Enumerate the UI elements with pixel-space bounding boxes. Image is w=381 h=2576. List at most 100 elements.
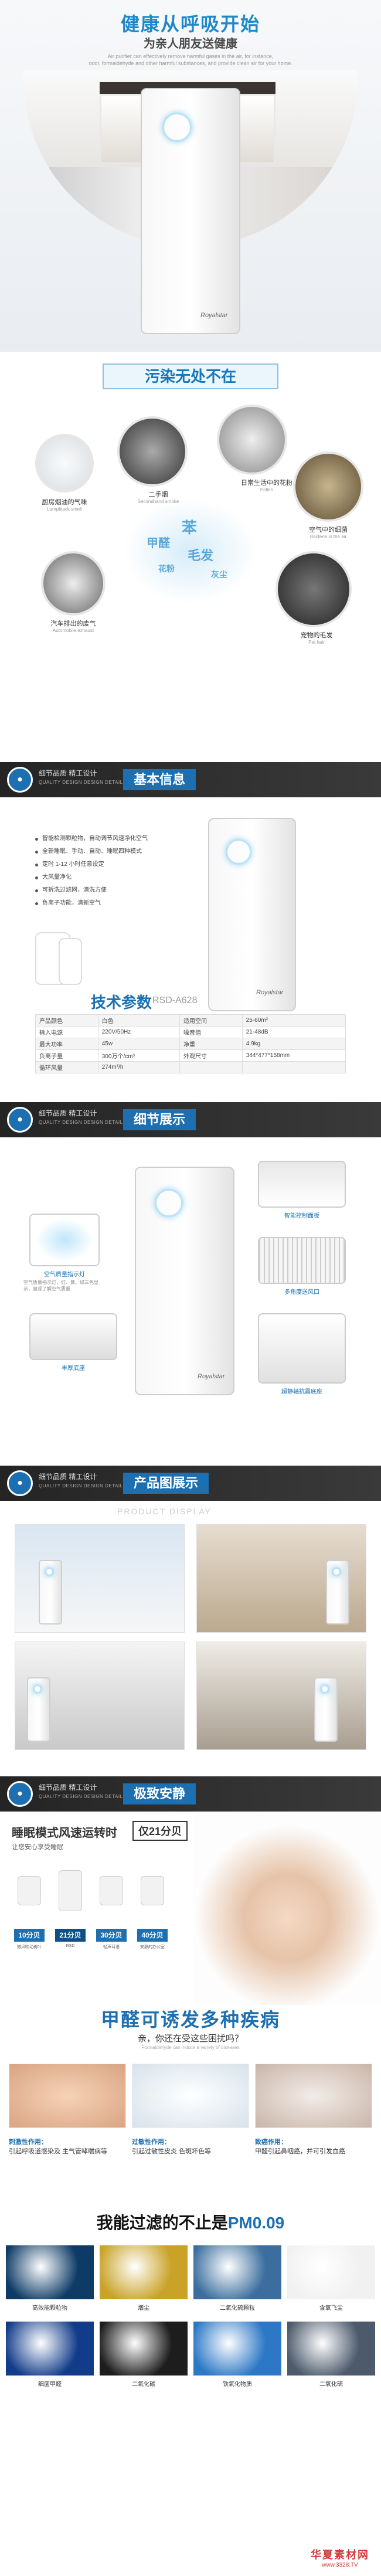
location-pin-icon: ● xyxy=(7,1781,33,1807)
filter-tile xyxy=(6,2245,94,2299)
indicator-ring xyxy=(162,113,192,142)
sleeping-child-image xyxy=(193,1812,381,2005)
section-header-quiet: ● 细节品质 精工设计 QUALITY DESIGN DESIGN DETAIL… xyxy=(0,1776,381,1812)
formaldehyde-headline: 甲醛可诱发多种疾病 xyxy=(100,2009,280,2030)
indicator-ring xyxy=(33,1684,42,1694)
section-title: 细节展示 xyxy=(123,1109,196,1130)
section-tag-en: QUALITY DESIGN DESIGN DETAILS xyxy=(39,1794,127,1799)
hero-en-line-2: odor, formaldehyde and other harmful sub… xyxy=(89,60,292,66)
control-panel-label: 智能控制面板 xyxy=(284,1213,319,1219)
coughing-child-image xyxy=(9,2064,126,2128)
purifier-brand: Royalstar xyxy=(198,1373,225,1380)
filter-tile xyxy=(193,2322,281,2376)
db-value: 30分贝 xyxy=(96,1929,127,1942)
formaldehyde-en: Formaldehyde can induce a variety of dis… xyxy=(141,2045,240,2050)
effect-item: 过敏性作用：引起过敏性皮炎 色斑坏色等 xyxy=(132,2139,212,2155)
section-header-basic-info: ● 细节品质 精工设计 QUALITY DESIGN DESIGN DETAIL… xyxy=(0,762,381,797)
db-value: 40分贝 xyxy=(137,1929,168,1942)
indicator-light-desc: 空气质量指示灯，红、黄、绿三色显示，直观了解空气质量 xyxy=(23,1280,98,1292)
filter-tile-label: 铁氧化物质 xyxy=(223,2381,252,2388)
filter-tile xyxy=(193,2245,281,2299)
indicator-ring xyxy=(332,1567,341,1576)
indicator-ring xyxy=(155,1189,183,1217)
hero-subtitle: 为亲人朋友送健康 xyxy=(144,38,237,50)
pollen-image xyxy=(217,405,287,475)
filter-title-highlight: PM0.09 xyxy=(227,2214,285,2232)
hero-purifier-image: Royalstar xyxy=(141,88,240,334)
indicator-ring xyxy=(226,839,251,865)
section-tag: 细节品质 精工设计 xyxy=(39,1783,97,1792)
site-logo-url: www.3328.TV xyxy=(322,2562,358,2568)
filter-tile-label: 烟尘 xyxy=(138,2305,149,2312)
detail-section: Royalstar 智能控制面板 空气质量指示灯 空气质量指示灯，红、黄、绿三色… xyxy=(0,1137,381,1466)
filter-section: 我能过滤的不止是PM0.09 高效能颗粒物 烟尘 二氧化硫颗粒 含氧飞尘 细菌甲… xyxy=(0,2204,381,2576)
lampblack-image xyxy=(35,434,94,492)
hero-en-line-1: Air purifier can effectively remove harm… xyxy=(107,53,274,59)
filter-tile-label: 高效能颗粒物 xyxy=(32,2305,67,2312)
pollutant-word-3: 毛发 xyxy=(188,548,214,563)
feature-item: 定时 1-12 小时任意设定 xyxy=(35,858,188,871)
location-pin-icon: ● xyxy=(7,1470,33,1496)
section-tag-en: QUALITY DESIGN DESIGN DETAILS xyxy=(39,1483,127,1488)
filter-tile-label: 二氧化硫 xyxy=(319,2381,343,2388)
pet-hair-image xyxy=(275,551,352,627)
indicator-ring xyxy=(320,1684,329,1694)
room-photo-living xyxy=(15,1642,185,1750)
control-panel-callout xyxy=(258,1161,346,1208)
gallery-section: PRODUCT DISPLAY xyxy=(0,1501,381,1776)
section-tag-en: QUALITY DESIGN DESIGN DETAILS xyxy=(39,1120,127,1125)
section-title: 极致安静 xyxy=(123,1783,196,1804)
smoke-image xyxy=(117,416,188,487)
sneezing-image xyxy=(255,2064,372,2128)
office-icon xyxy=(141,1876,164,1905)
purifier-mini-icon xyxy=(59,1870,82,1911)
formaldehyde-subline: 亲，你还在受这些困扰吗？ xyxy=(137,2034,243,2044)
section-title: 基本信息 xyxy=(123,769,196,790)
quiet-title: 睡眠模式风速运转时 xyxy=(12,1827,117,1840)
db-value: 10分贝 xyxy=(14,1929,45,1942)
quiet-section: 睡眠模式风速运转时 仅21分贝 让您安心享受睡眠 10分贝 21分贝 30分贝 … xyxy=(0,1812,381,2134)
db-value: 21分贝 xyxy=(55,1929,86,1942)
purifier-brand: Royalstar xyxy=(200,312,228,319)
feature-item: 智能检测颗粒物，自动调节风速净化空气 xyxy=(35,832,188,845)
filter-tile xyxy=(287,2322,375,2376)
db-desc: 微风吹动树叶 xyxy=(17,1945,42,1949)
bacteria-image xyxy=(293,451,363,522)
sound-level-icon xyxy=(18,1876,41,1905)
pollutant-word-2: 苯 xyxy=(182,519,198,536)
base-label: 丰厚底座 xyxy=(62,1365,85,1372)
pollutant-word-4: 花粉 xyxy=(158,564,175,573)
section-tag: 细节品质 精工设计 xyxy=(39,1109,97,1117)
effect-item: 致癌作用：甲醛引起鼻咽癌，并可引发血癌 xyxy=(255,2139,345,2155)
location-pin-icon: ● xyxy=(7,767,33,793)
air-outlet-label: 多角度送风口 xyxy=(284,1289,319,1296)
room-purifier-image xyxy=(326,1560,349,1625)
filter-tile-label: 细菌甲醛 xyxy=(38,2381,62,2388)
spec-model: RSD-A628 xyxy=(152,995,198,1005)
filter-tile xyxy=(287,2245,375,2299)
db-desc: 安静的办公室 xyxy=(140,1945,165,1949)
basic-info-section: 智能检测颗粒物，自动调节风速净化空气 全新睡眠、手动、自动、睡眠四种模式 定时 … xyxy=(0,797,381,1102)
pollutant-word-1: 甲醛 xyxy=(147,537,170,550)
skin-allergy-image xyxy=(132,2064,249,2128)
filter-tile xyxy=(6,2322,94,2376)
filter-tile-label: 二氧化硫颗粒 xyxy=(220,2305,255,2312)
info-purifier-image: Royalstar xyxy=(208,818,296,1011)
location-pin-icon: ● xyxy=(7,1107,33,1133)
hero-section: 健康从呼吸开始 为亲人朋友送健康 Air purifier can effect… xyxy=(0,0,381,352)
hero-title: 健康从呼吸开始 xyxy=(120,13,260,35)
quiet-badge: 仅21分贝 xyxy=(132,1821,188,1841)
section-header-gallery: ● 细节品质 精工设计 QUALITY DESIGN DESIGN DETAIL… xyxy=(0,1466,381,1501)
